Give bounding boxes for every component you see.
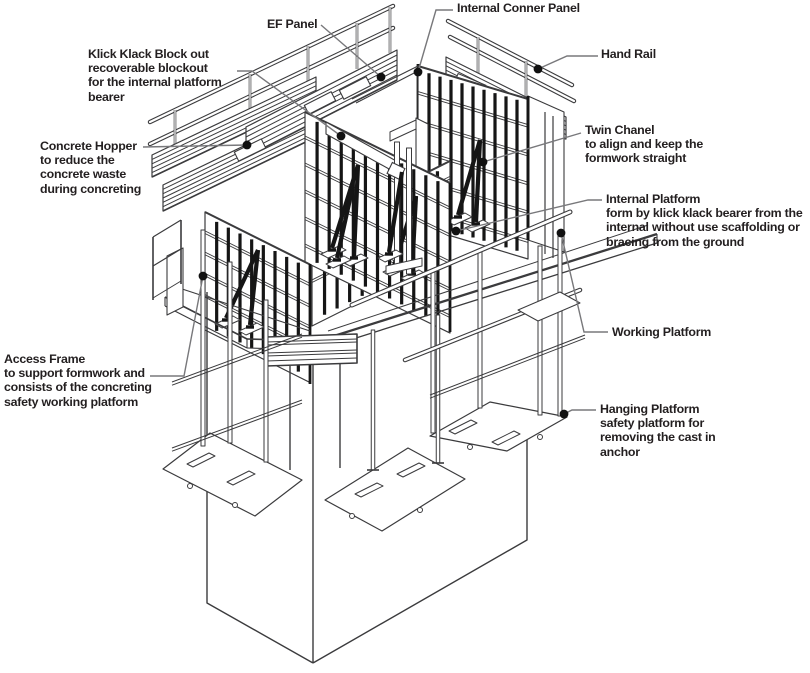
leader-line-ef-panel	[320, 24, 382, 78]
leader-line-working-platform	[560, 232, 608, 333]
callout-label-internal-conner-panel-line-0: Internal Conner Panel	[457, 1, 580, 15]
callout-label-access-frame-line-1: to support formwork and	[4, 366, 145, 381]
leader-line-internal-conner-panel	[417, 9, 453, 73]
callout-label-klick-klack-block-out-line-3: bearer	[88, 89, 125, 104]
callout-label-hand-rail-line-0: Hand Rail	[601, 47, 656, 61]
anchor-dot-hand-rail	[533, 64, 543, 74]
callout-label-twin-chanel-line-2: formwork straight	[585, 151, 687, 166]
callout-label-hanging-platform-line-1: safety platform for	[600, 416, 705, 431]
callout-label-klick-klack-block-out-line-2: for the internal platform	[88, 75, 222, 90]
leader-line-internal-platform	[455, 199, 602, 232]
callout-label-hand-rail: Hand Rail	[601, 47, 656, 61]
callout-label-working-platform-line-0: Working Platform	[612, 325, 712, 339]
anchor-dot-internal-platform	[451, 226, 461, 236]
callout-label-concrete-hopper-line-0: Concrete Hopper	[40, 139, 137, 153]
anchor-dot-access-frame	[198, 271, 208, 281]
callout-label-internal-platform-line-3: bracing from the ground	[606, 234, 745, 249]
callout-label-concrete-hopper-line-3: during concreting	[40, 181, 142, 196]
callout-label-concrete-hopper-line-2: concrete waste	[40, 167, 127, 182]
anchor-dot-internal-conner-panel	[413, 67, 423, 77]
anchor-dot-concrete-hopper	[242, 140, 252, 150]
callout-label-concrete-hopper-line-1: to reduce the	[40, 153, 115, 168]
callout-label-working-platform: Working Platform	[612, 325, 711, 339]
leader-line-concrete-hopper	[142, 144, 248, 148]
leader-line-klick-klack-block-out	[237, 70, 342, 137]
anchor-dot-klick-klack-block-out	[336, 131, 346, 141]
leader-line-twin-chanel	[482, 132, 582, 163]
callout-label-internal-platform-line-2: internal without use scaffolding or	[606, 220, 800, 235]
anchor-dot-twin-chanel	[478, 157, 488, 167]
callout-label-internal-platform-line-0: Internal Platform	[606, 192, 701, 206]
anchor-dot-hanging-platform	[559, 409, 569, 419]
anchor-dot-ef-panel	[376, 72, 386, 82]
callout-label-access-frame-line-2: consists of the concreting	[4, 380, 152, 395]
callout-label-ef-panel-line-0: EF Panel	[267, 17, 318, 31]
anchor-dot-working-platform	[556, 228, 566, 238]
callout-label-access-frame-line-0: Access Frame	[4, 352, 86, 366]
callout-label-access-frame-line-3: safety working platform	[4, 394, 139, 409]
callout-label-hanging-platform-line-0: Hanging Platform	[600, 402, 700, 416]
leader-line-hand-rail	[537, 55, 598, 70]
callout-label-twin-chanel-line-1: to align and keep the	[585, 137, 703, 152]
callout-label-klick-klack-block-out-line-0: Klick Klack Block out	[88, 47, 209, 61]
callout-label-twin-chanel-line-0: Twin Chanel	[585, 123, 655, 137]
callout-label-internal-platform-line-1: form by klick klack bearer from the	[606, 206, 803, 221]
callout-label-internal-conner-panel: Internal Conner Panel	[457, 1, 580, 15]
callout-label-hanging-platform-line-2: removing the cast in	[600, 430, 716, 445]
leader-line-hanging-platform	[563, 409, 596, 415]
leader-line-access-frame	[150, 275, 204, 377]
callout-label-hanging-platform-line-3: anchor	[600, 444, 640, 459]
callout-label-ef-panel: EF Panel	[267, 17, 318, 31]
callout-label-klick-klack-block-out-line-1: recoverable blockout	[88, 61, 208, 76]
